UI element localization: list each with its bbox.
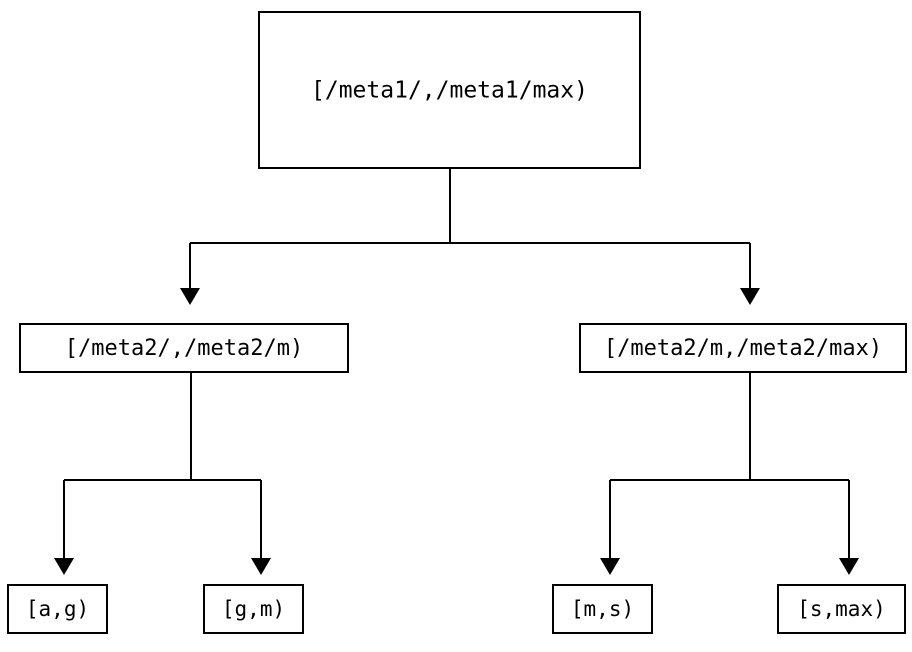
node-meta2-low[interactable]: [/meta2/,/meta2/m) xyxy=(18,322,350,374)
edge-meta2-low-to-g-m xyxy=(251,480,271,575)
node-meta2-low-box[interactable] xyxy=(18,322,350,374)
node-g-m-label: [g,m) xyxy=(222,597,285,621)
edge-meta2-low-to-a-g xyxy=(54,372,261,575)
node-meta2-high-label: [/meta2/m,/meta2/max) xyxy=(604,336,882,361)
edge-root-to-meta2-high xyxy=(740,243,760,305)
node-m-s-label: [m,s) xyxy=(571,597,634,621)
edge-meta2-high-to-s-max xyxy=(839,480,859,575)
node-meta2-high[interactable]: [/meta2/m,/meta2/max) xyxy=(578,322,908,374)
node-a-g-label: [a,g) xyxy=(26,597,89,621)
node-meta2-high-box[interactable] xyxy=(578,322,908,374)
node-a-g-box[interactable] xyxy=(6,583,109,635)
arrow-head-icon xyxy=(600,558,620,575)
node-s-max-label: [s,max) xyxy=(797,597,886,621)
edges-layer xyxy=(54,168,859,575)
node-root-box[interactable] xyxy=(257,10,642,170)
node-g-m[interactable]: [g,m) xyxy=(202,583,305,635)
node-root-label: [/meta1/,/meta1/max) xyxy=(311,78,588,104)
node-s-max[interactable]: [s,max) xyxy=(776,583,907,635)
arrow-head-icon xyxy=(180,288,200,305)
node-root[interactable]: [/meta1/,/meta1/max) xyxy=(257,10,642,170)
node-a-g[interactable]: [a,g) xyxy=(6,583,109,635)
edge-root-to-meta2-low xyxy=(180,168,750,305)
nodes-layer: [/meta1/,/meta1/max) [/meta2/,/meta2/m) … xyxy=(6,10,908,635)
node-s-max-box[interactable] xyxy=(776,583,907,635)
node-m-s[interactable]: [m,s) xyxy=(551,583,654,635)
arrow-head-icon xyxy=(839,558,859,575)
arrow-head-icon xyxy=(54,558,74,575)
arrow-head-icon xyxy=(251,558,271,575)
node-meta2-low-label: [/meta2/,/meta2/m) xyxy=(65,336,303,361)
edge-meta2-high-to-m-s xyxy=(600,372,849,575)
arrow-head-icon xyxy=(740,288,760,305)
node-m-s-box[interactable] xyxy=(551,583,654,635)
node-g-m-box[interactable] xyxy=(202,583,305,635)
